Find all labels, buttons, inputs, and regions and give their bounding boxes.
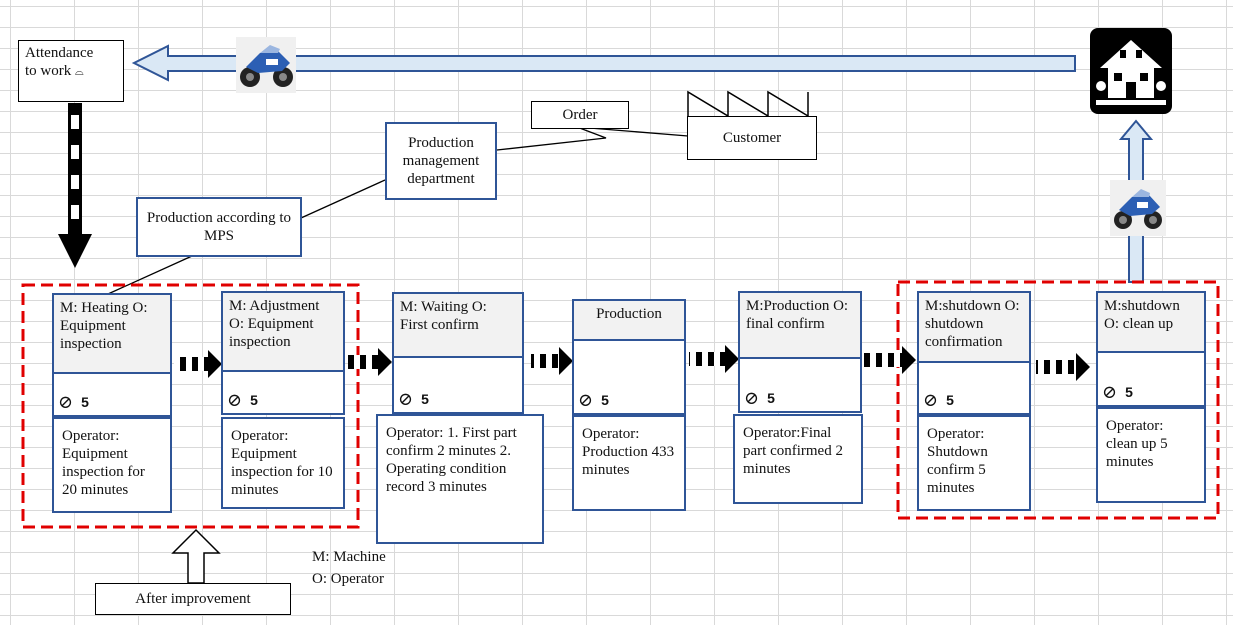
process-metrics: ⊘5 [740,359,860,411]
customer-box: Customer [687,116,817,160]
operator-count: 5 [946,392,954,408]
process-title: M: Waiting O: First confirm [394,294,522,358]
process-box-clean-up: M:shutdown O: clean up ⊘5 [1096,291,1206,407]
push-arrow-4 [689,345,739,373]
operator-icon: ⊘ [744,388,760,408]
after-improvement-arrow [171,528,221,584]
push-arrow-6 [1036,353,1090,381]
process-box-shutdown-confirm: M:shutdown O: shutdown confirmation ⊘5 [917,291,1031,415]
order-box: Order [531,101,629,129]
commute-home-arrow [131,44,1076,82]
process-box-waiting: M: Waiting O: First confirm ⊘5 [392,292,524,414]
process-box-production: Production ⊘5 [572,299,686,415]
operator-count: 5 [1125,384,1133,400]
operator-icon: ⊘ [398,389,414,409]
motorcycle-icon [236,37,296,93]
motorcycle-icon [1110,180,1166,236]
operator-icon: ⊘ [227,390,243,410]
process-info-shutdown-confirm: Operator: Shutdown confirm 5 minutes [917,415,1031,511]
legend-machine: M: Machine [312,549,386,565]
push-arrow-5 [860,346,916,374]
process-title: Production [574,301,684,341]
process-box-adjustment: M: Adjustment O: Equipment inspection ⊘5 [221,291,345,415]
operator-icon: ⊘ [58,392,74,412]
process-info-final-confirm: Operator:Final part confirmed 2 minutes [733,414,863,504]
push-arrow-2 [348,348,392,376]
process-box-final-confirm: M:Production O: final confirm ⊘5 [738,291,862,413]
process-metrics: ⊘5 [1098,353,1204,405]
push-arrow-vertical [58,103,92,268]
after-improvement-box: After improvement [95,583,291,615]
lightning-icon [496,126,689,151]
after-improvement-label: After improvement [135,591,251,607]
legend-operator: O: Operator [312,571,385,587]
improvement-area-left [21,283,360,529]
attendance-box: Attendance to work ⌓ [18,40,124,102]
process-info-heating: Operator: Equipment inspection for 20 mi… [52,417,172,513]
process-title: M:Production O: final confirm [740,293,860,359]
mps-to-process-line [107,255,193,295]
attendance-label-line2: to work [25,63,72,79]
mps-box: Production according to MPS [136,197,302,257]
operator-count: 5 [421,391,429,407]
attendance-label-line1: Attendance [25,45,94,61]
operator-count: 5 [81,394,89,410]
operator-icon: ⊘ [923,390,939,410]
order-label: Order [562,107,598,123]
operator-count: 5 [250,392,258,408]
mps-to-pmd-line [300,179,386,219]
process-metrics: ⊘5 [574,341,684,413]
legend: M: Machine O: Operator [312,546,386,590]
process-info-waiting: Operator: 1. First part confirm 2 minute… [376,414,544,544]
house-icon [1090,28,1172,114]
process-metrics: ⊘5 [223,372,343,413]
customer-label: Customer [722,130,782,146]
process-info-adjustment: Operator: Equipment inspection for 10 mi… [221,417,345,509]
process-title: M:shutdown O: shutdown confirmation [919,293,1029,363]
operator-icon: ⊘ [578,390,594,410]
improvement-area-right [896,280,1220,520]
push-arrow-1 [174,350,222,378]
operator-count: 5 [601,392,609,408]
process-info-production: Operator: Production 433 minutes [572,415,686,511]
mps-label: Production according to MPS [146,210,292,244]
production-management-label: Production management department [402,135,480,187]
production-management-box: Production management department [385,122,497,200]
factory-icon [687,90,809,118]
process-box-heating: M: Heating O: Equipment inspection ⊘5 [52,293,172,417]
process-metrics: ⊘5 [919,363,1029,413]
process-title: M:shutdown O: clean up [1098,293,1204,353]
push-arrow-3 [531,347,573,375]
process-metrics: ⊘5 [54,374,170,415]
process-title: M: Heating O: Equipment inspection [54,295,170,374]
operator-icon: ⌓ [75,66,84,78]
process-metrics: ⊘5 [394,358,522,412]
operator-icon: ⊘ [1102,382,1118,402]
operator-count: 5 [767,390,775,406]
process-title: M: Adjustment O: Equipment inspection [223,293,343,372]
process-info-clean-up: Operator: clean up 5 minutes [1096,407,1206,503]
